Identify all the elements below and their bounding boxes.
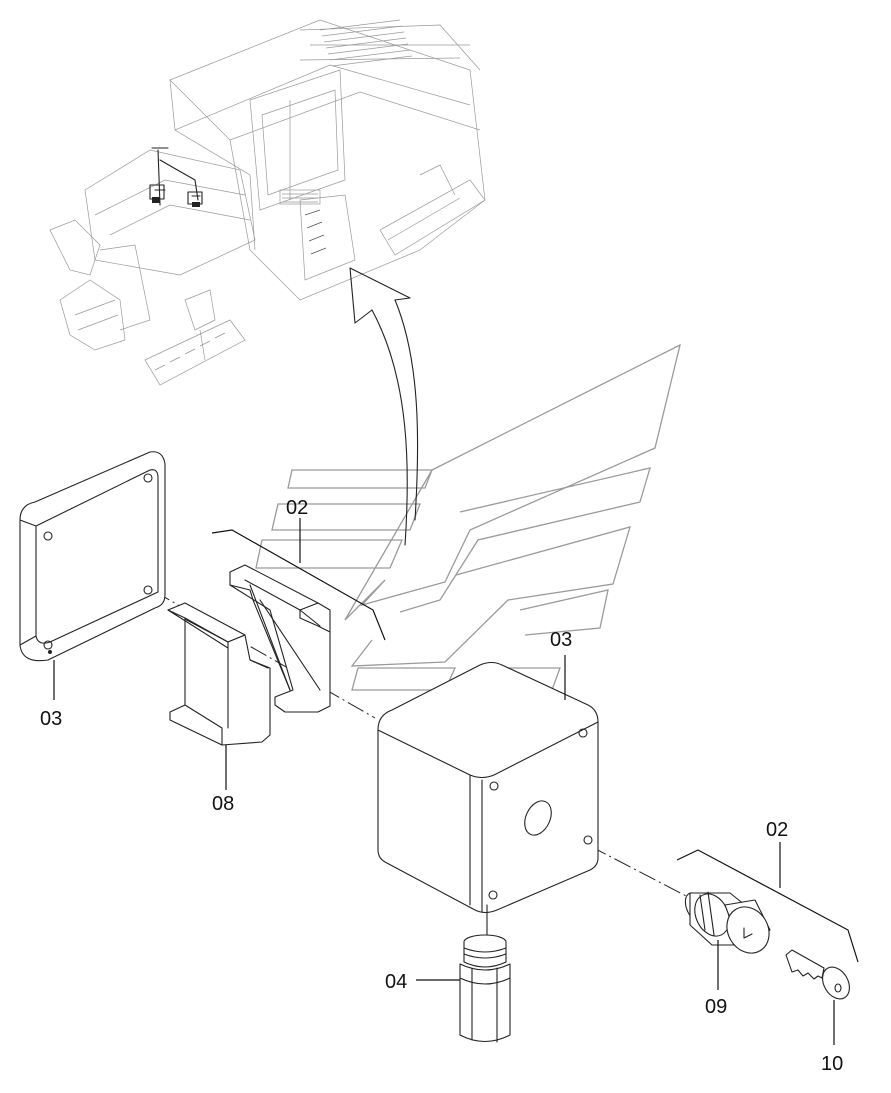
bracket-cable-top xyxy=(211,529,386,641)
enclosure-box-part xyxy=(377,661,599,914)
callout-gland: 04 xyxy=(385,971,407,993)
callout-cover-plate: 03 xyxy=(40,708,62,730)
machine-overview-illustration xyxy=(49,19,486,386)
callout-cable-right: 02 xyxy=(766,819,788,841)
key-part xyxy=(785,949,850,1000)
cover-plate-part xyxy=(19,451,166,662)
engine-grille xyxy=(319,19,413,67)
gasket-part xyxy=(167,602,271,746)
bracket-cable-right xyxy=(676,849,859,963)
highlighted-control-pedestal xyxy=(149,147,203,207)
callout-gasket: 08 xyxy=(212,793,234,815)
cable-gland-part xyxy=(459,904,511,1043)
callout-housing: 03 xyxy=(550,629,572,651)
cable-bracket-part xyxy=(229,564,331,713)
callout-key: 10 xyxy=(821,1053,843,1075)
watermark-logo xyxy=(255,343,681,691)
key-switch-part xyxy=(684,891,771,954)
location-arrow xyxy=(349,267,419,546)
callout-switch: 09 xyxy=(705,996,727,1018)
callout-cable-top: 02 xyxy=(286,497,308,519)
